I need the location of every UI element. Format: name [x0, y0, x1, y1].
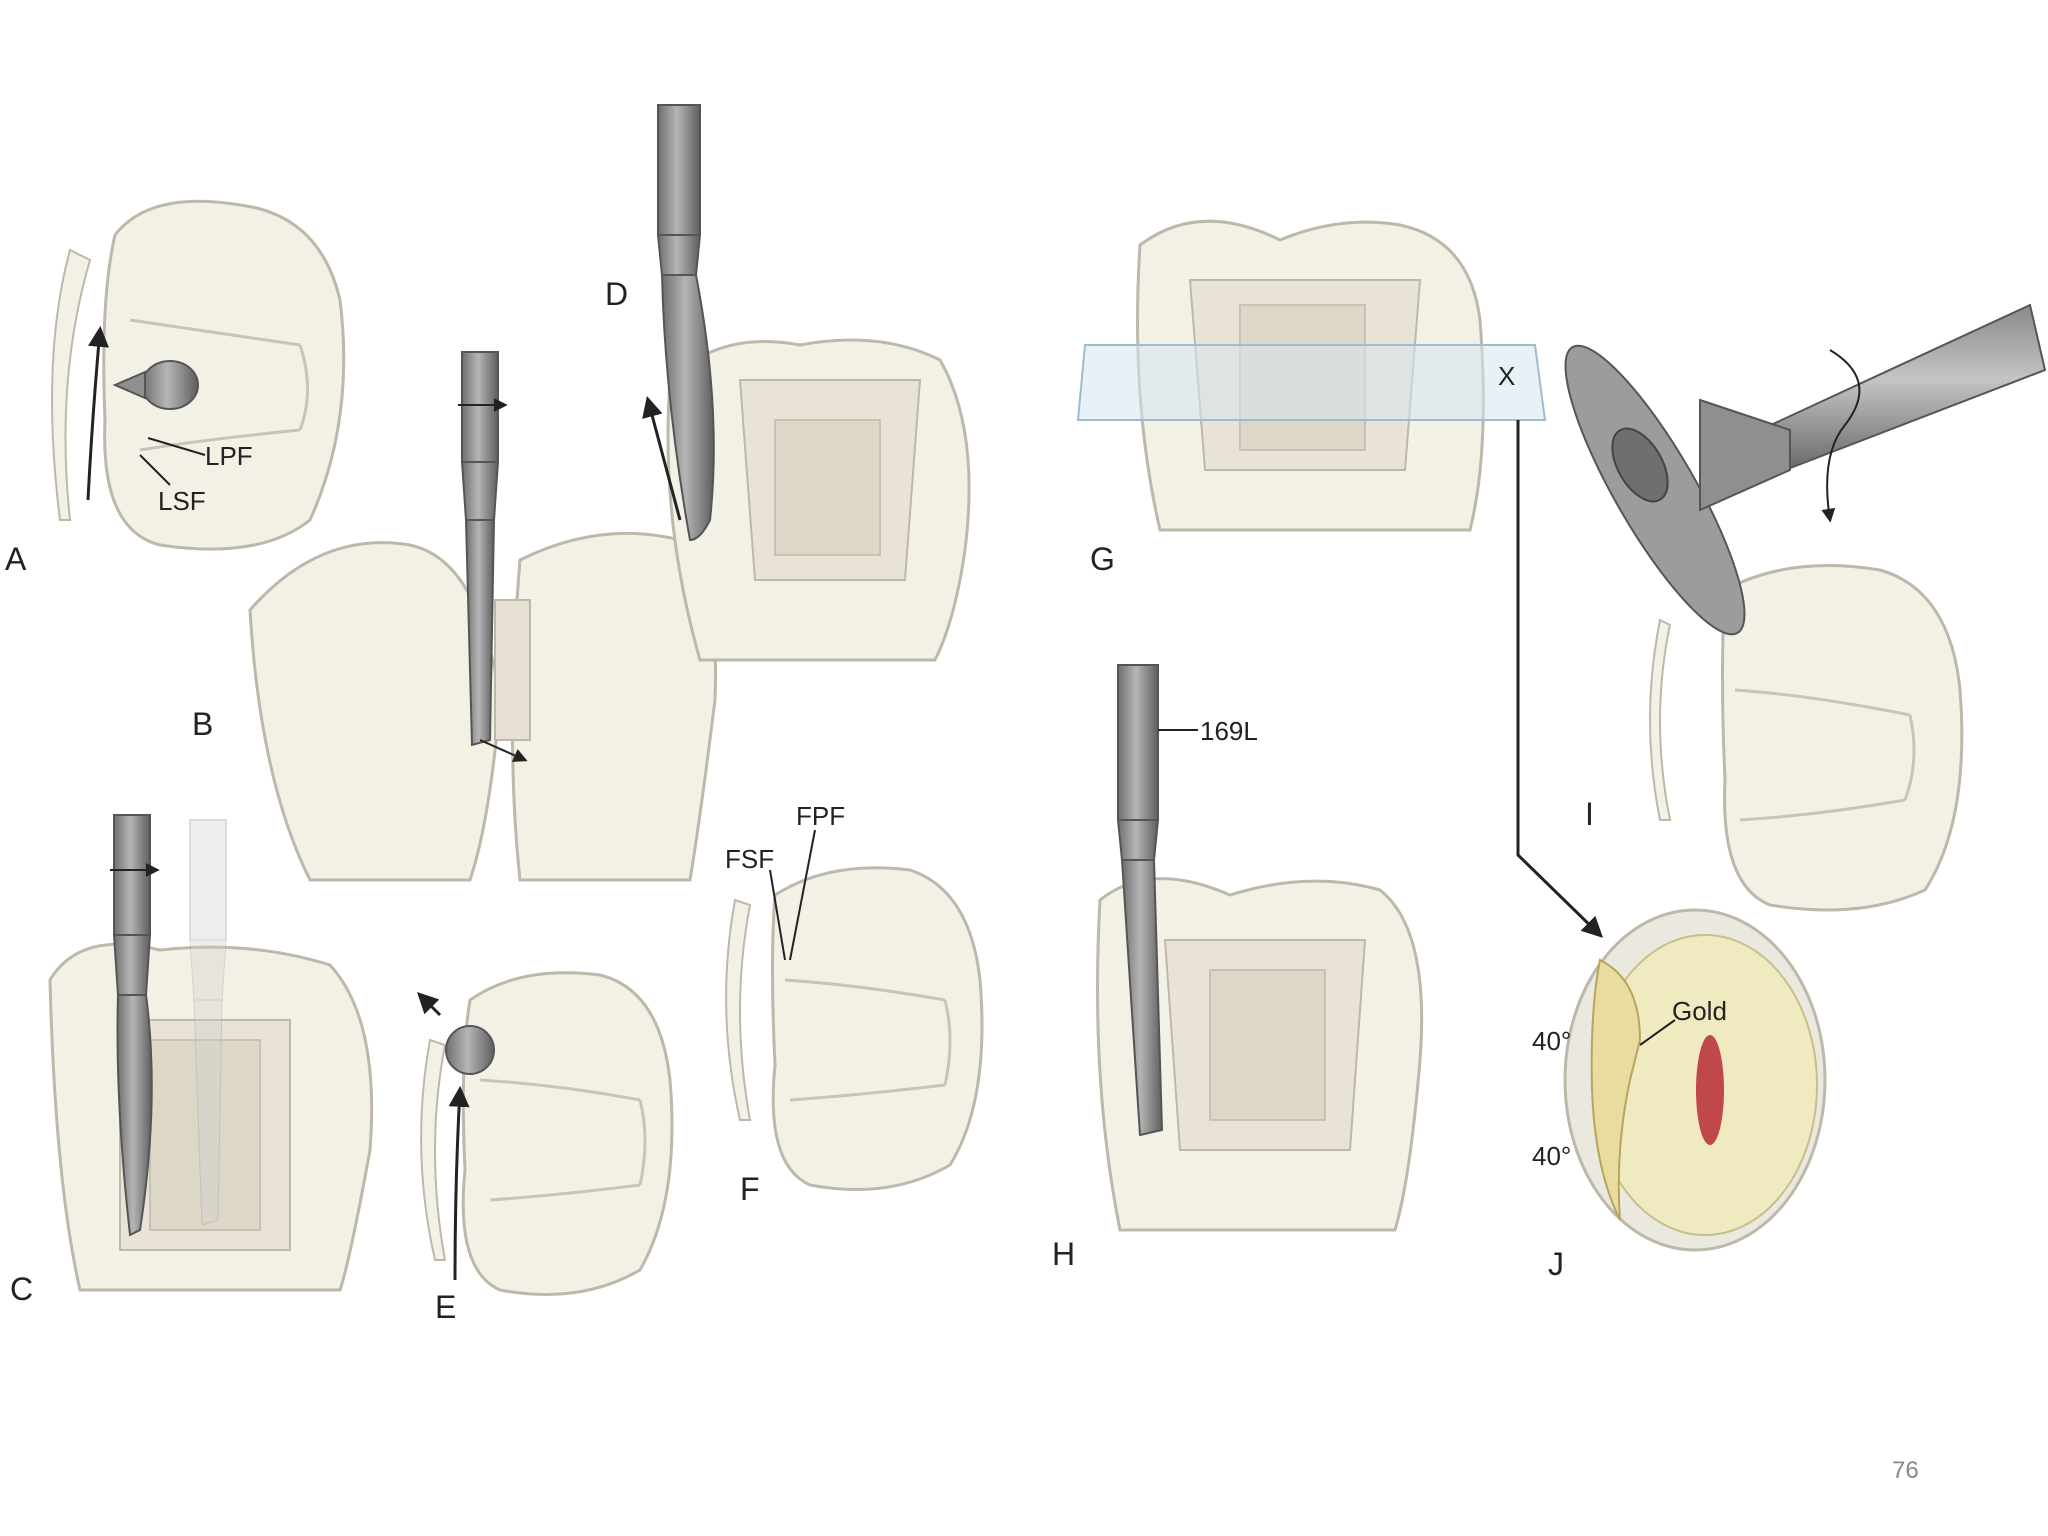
section-plane: [1076, 344, 1547, 421]
disk-instrument: [1564, 303, 2047, 636]
figure-f: FSF FPF F: [725, 801, 984, 1207]
slide-number: 76: [1892, 1457, 1919, 1484]
figure-b: B: [192, 351, 718, 882]
panel-label-i: I: [1585, 796, 1594, 832]
label-angle-top: 40°: [1532, 1026, 1571, 1056]
bur-ghost-c: [189, 819, 227, 1226]
label-lpf: LPF: [205, 441, 253, 471]
label-fsf: FSF: [725, 844, 774, 874]
gold-inlay: [1590, 958, 1642, 1221]
direction-arrow-d: [642, 395, 682, 521]
label-169l: 169L: [1200, 716, 1258, 746]
figure-d: D: [605, 104, 971, 662]
direction-arrow-e: [448, 1085, 470, 1281]
figure-g: X G: [1076, 219, 1547, 577]
label-angle-bottom: 40°: [1532, 1141, 1571, 1171]
bur-d: [656, 104, 715, 542]
panel-label-b: B: [192, 706, 213, 742]
tooth-left-b: [248, 541, 502, 882]
label-x: X: [1498, 361, 1515, 391]
figure-c: C: [10, 814, 374, 1307]
panel-label-a: A: [5, 541, 27, 577]
label-fpf: FPF: [796, 801, 845, 831]
tooth-occlusal-e: [461, 971, 674, 1296]
figure-i: I: [1564, 303, 2047, 912]
panel-label-e: E: [435, 1289, 456, 1325]
round-bur-a: [141, 360, 199, 410]
tooth-occlusal-f: [771, 866, 984, 1191]
section-connector: [1516, 420, 1604, 938]
figure-h: 169L H: [1052, 664, 1424, 1272]
panel-label-f: F: [740, 1171, 760, 1207]
panel-label-h: H: [1052, 1236, 1075, 1272]
bur-169l: [1116, 664, 1164, 1137]
round-bur-e: [445, 1025, 495, 1075]
tooth-occlusal-i: [1721, 564, 1964, 912]
bur-b: [458, 351, 508, 747]
panel-label-g: G: [1090, 541, 1115, 577]
pulp: [1696, 1035, 1724, 1145]
tooth-occlusal-a: [102, 199, 346, 551]
figure-j: Gold 40° 40° J: [1532, 908, 1827, 1282]
panel-label-j: J: [1548, 1246, 1564, 1282]
direction-arrow-a: [86, 325, 109, 501]
label-lsf: LSF: [158, 486, 206, 516]
bur-c: [110, 814, 160, 1237]
figure-a: LPF LSF A: [5, 199, 346, 577]
figure-e: E: [417, 971, 674, 1325]
panel-label-d: D: [605, 276, 628, 312]
label-gold: Gold: [1672, 996, 1727, 1026]
panel-label-c: C: [10, 1271, 33, 1307]
